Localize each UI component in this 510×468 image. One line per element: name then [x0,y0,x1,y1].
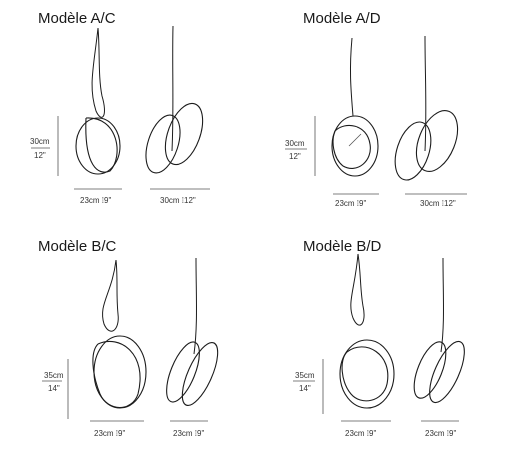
model-title: Modèle A/D [303,10,381,27]
side-disc-right [415,110,459,172]
side-disc-right [164,102,204,166]
side-width: 23cm ⁞9" [173,429,204,438]
side-cord [424,35,427,152]
front-width: 23cm ⁞9" [80,196,111,205]
front-disc [92,340,141,409]
front-cord [350,253,365,326]
height-cm: 30cm [285,139,305,148]
model-ad: Modèle A/D 30cm 12" 23cm ⁞9" 30cm ⁞12" [275,6,510,236]
side-disc-left [413,341,447,399]
height-cm: 35cm [44,371,64,380]
side-cord [440,257,444,353]
model-bd: Modèle B/D 35cm 14" 23cm ⁞9" 23cm ⁞9" [275,234,510,464]
height-cm: 35cm [295,371,315,380]
front-width: 23cm ⁞9" [345,429,376,438]
height-in: 14" [48,384,60,393]
model-title: Modèle B/C [38,238,117,255]
side-cord [171,25,174,152]
side-disc-left [394,121,432,181]
front-width: 23cm ⁞9" [94,429,125,438]
front-cord [102,259,119,332]
side-width: 30cm ⁞12" [160,196,196,205]
model-ac-drawing: 30cm 12" 23cm ⁞9" 30cm ⁞12" [30,25,210,205]
front-disc [85,117,118,173]
side-width: 23cm ⁞9" [425,429,456,438]
side-disc-left [145,114,181,174]
model-bc-drawing: 35cm 14" 23cm ⁞9" 23cm ⁞9" [42,257,219,438]
side-disc-right [181,342,219,406]
front-width: 23cm ⁞9" [335,199,366,208]
height-in: 12" [289,152,301,161]
height-cm: 30cm [30,137,50,146]
side-disc-left [166,341,200,403]
front-disc [332,124,371,169]
model-title: Modèle B/D [303,238,382,255]
side-width: 30cm ⁞12" [420,199,456,208]
front-cord [91,27,105,118]
model-bd-drawing: 35cm 14" 23cm ⁞9" 23cm ⁞9" [293,253,465,438]
height-in: 12" [34,151,46,160]
model-ad-drawing: 30cm 12" 23cm ⁞9" 30cm ⁞12" [285,35,467,208]
front-shade [331,115,379,177]
side-disc-right [429,340,465,404]
side-cord [193,257,197,355]
front-disc [341,346,389,402]
front-cord [349,37,354,117]
front-shade [339,339,395,409]
height-in: 14" [299,384,311,393]
model-ac: Modèle A/C 30cm 12" 23cm ⁞9" 30cm ⁞12" [28,6,278,236]
front-shade [75,117,121,175]
model-title: Modèle A/C [38,10,116,27]
model-bc: Modèle B/C 35cm 14" 23cm ⁞9" 23cm ⁞9" [28,234,278,464]
